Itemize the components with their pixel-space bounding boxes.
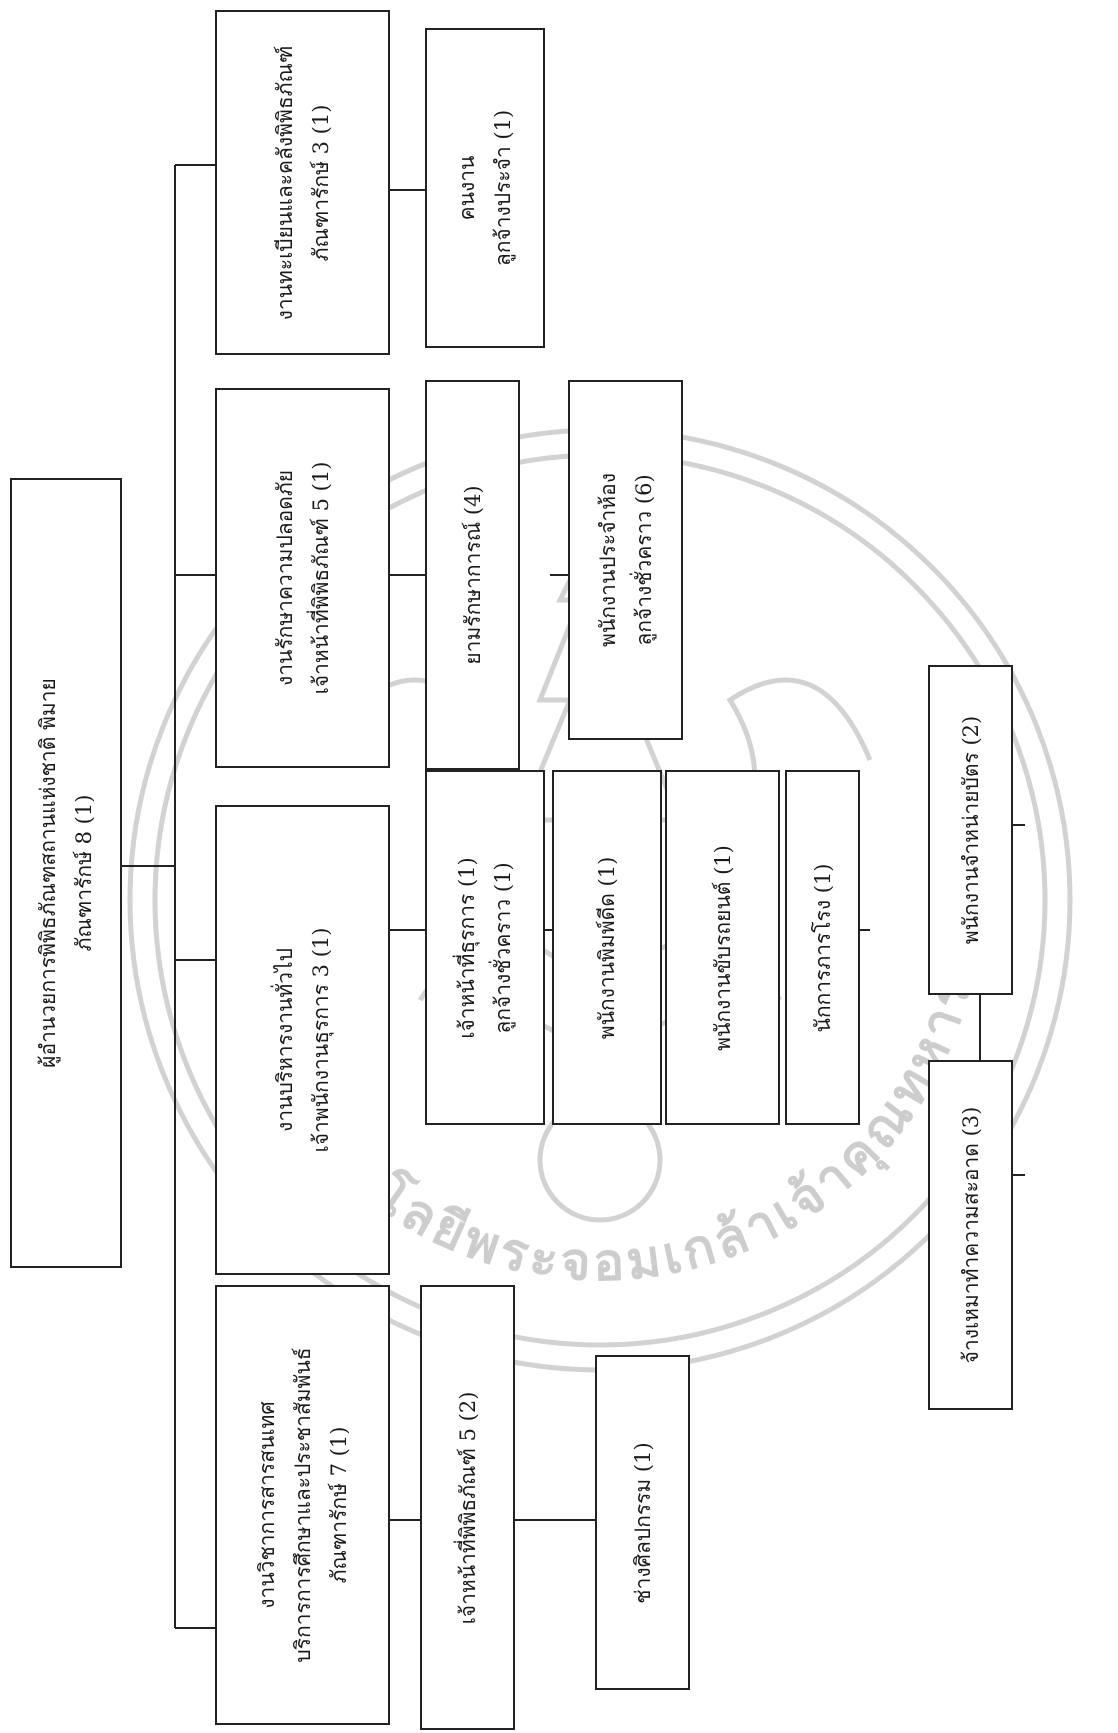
staff-ticket-seller-line1: พนักงานจำหน่ายบัตร (2): [953, 716, 989, 944]
division-registry-line1: งานทะเบียนและคลังพิพิธภัณฑ์: [267, 45, 303, 320]
staff-room-attendant-box: พนักงานประจำห้อง ลูกจ้างชั่วคราว (6): [568, 380, 683, 740]
staff-ticket-seller-label: พนักงานจำหน่ายบัตร (2): [953, 716, 989, 944]
division-security-line1: งานรักษาความปลอดภัย: [267, 462, 303, 695]
staff-driver-label: พนักงานขับรถยนต์ (1): [705, 845, 741, 1051]
staff-clerk-box: เจ้าหน้าที่ธุรการ (1) ลูกจ้างชั่วคราว (1…: [425, 770, 545, 1125]
staff-artisan-line1: ช่างศิลปกรรม (1): [625, 1442, 661, 1603]
staff-janitor-label: นักการภารโรง (1): [805, 863, 841, 1032]
staff-clerk-label: เจ้าหน้าที่ธุรการ (1) ลูกจ้างชั่วคราว (1…: [449, 857, 521, 1038]
staff-room-attendant-line2: ลูกจ้างชั่วคราว (6): [626, 473, 662, 647]
division-academic-line2: บริการการศึกษาและประชาสัมพันธ์: [285, 1347, 321, 1662]
staff-ticket-seller-box: พนักงานจำหน่ายบัตร (2): [928, 665, 1013, 995]
staff-artisan-label: ช่างศิลปกรรม (1): [625, 1442, 661, 1603]
staff-worker-box: คนงาน ลูกจ้างประจำ (1): [425, 28, 545, 348]
division-registry-box: งานทะเบียนและคลังพิพิธภัณฑ์ ภัณฑารักษ์ 3…: [215, 10, 390, 355]
division-academic-label: งานวิชาการสารสนเทศ บริการการศึกษาและประช…: [249, 1347, 357, 1662]
division-admin-line2: เจ้าพนักงานธุรการ 3 (1): [303, 928, 339, 1153]
staff-typist-line1: พนักงานพิมพ์ดีด (1): [589, 856, 625, 1039]
staff-artisan-box: ช่างศิลปกรรม (1): [595, 1355, 690, 1690]
staff-cleaning-contract-box: จ้างเหมาทำความสะอาด (3): [928, 1060, 1013, 1410]
staff-guard-box: ยามรักษาการณ์ (4): [425, 380, 520, 770]
division-admin-line1: งานบริหารงานทั่วไป: [267, 928, 303, 1153]
staff-room-attendant-label: พนักงานประจำห้อง ลูกจ้างชั่วคราว (6): [590, 473, 662, 647]
division-academic-box: งานวิชาการสารสนเทศ บริการการศึกษาและประช…: [215, 1285, 390, 1725]
staff-museum-officer-label: เจ้าหน้าที่พิพิธภัณฑ์ 5 (2): [450, 1391, 486, 1624]
division-admin-box: งานบริหารงานทั่วไป เจ้าพนักงานธุรการ 3 (…: [215, 805, 390, 1275]
director-title: ผู้อำนวยการพิพิธภัณฑสถานแห่งชาติ พิมาย: [30, 678, 66, 1068]
staff-driver-line1: พนักงานขับรถยนต์ (1): [705, 845, 741, 1051]
division-registry-label: งานทะเบียนและคลังพิพิธภัณฑ์ ภัณฑารักษ์ 3…: [267, 45, 339, 320]
division-security-label: งานรักษาความปลอดภัย เจ้าหน้าที่พิพิธภัณฑ…: [267, 462, 339, 695]
division-academic-line1: งานวิชาการสารสนเทศ: [249, 1347, 285, 1662]
staff-worker-line2: ลูกจ้างประจำ (1): [485, 110, 521, 266]
staff-room-attendant-line1: พนักงานประจำห้อง: [590, 473, 626, 647]
division-academic-line3: ภัณฑารักษ์ 7 (1): [321, 1347, 357, 1662]
staff-clerk-line1: เจ้าหน้าที่ธุรการ (1): [449, 857, 485, 1038]
division-admin-label: งานบริหารงานทั่วไป เจ้าพนักงานธุรการ 3 (…: [267, 928, 339, 1153]
staff-typist-box: พนักงานพิมพ์ดีด (1): [552, 770, 662, 1125]
staff-clerk-line2: ลูกจ้างชั่วคราว (1): [485, 857, 521, 1038]
staff-worker-label: คนงาน ลูกจ้างประจำ (1): [449, 110, 521, 266]
staff-janitor-box: นักการภารโรง (1): [785, 770, 860, 1125]
staff-driver-box: พนักงานขับรถยนต์ (1): [665, 770, 780, 1125]
director-position: ภัณฑารักษ์ 8 (1): [66, 678, 102, 1068]
division-security-box: งานรักษาความปลอดภัย เจ้าหน้าที่พิพิธภัณฑ…: [215, 388, 390, 768]
staff-museum-officer-box: เจ้าหน้าที่พิพิธภัณฑ์ 5 (2): [420, 1285, 515, 1730]
division-security-line2: เจ้าหน้าที่พิพิธภัณฑ์ 5 (1): [303, 462, 339, 695]
staff-museum-officer-line1: เจ้าหน้าที่พิพิธภัณฑ์ 5 (2): [450, 1391, 486, 1624]
staff-janitor-line1: นักการภารโรง (1): [805, 863, 841, 1032]
director-box: ผู้อำนวยการพิพิธภัณฑสถานแห่งชาติ พิมาย ภ…: [10, 478, 122, 1268]
staff-guard-line1: ยามรักษาการณ์ (4): [455, 485, 491, 664]
staff-cleaning-contract-line1: จ้างเหมาทำความสะอาด (3): [953, 1107, 989, 1364]
director-label: ผู้อำนวยการพิพิธภัณฑสถานแห่งชาติ พิมาย ภ…: [30, 678, 102, 1068]
staff-worker-line1: คนงาน: [449, 110, 485, 266]
division-registry-line2: ภัณฑารักษ์ 3 (1): [303, 45, 339, 320]
staff-typist-label: พนักงานพิมพ์ดีด (1): [589, 856, 625, 1039]
staff-cleaning-contract-label: จ้างเหมาทำความสะอาด (3): [953, 1107, 989, 1364]
staff-guard-label: ยามรักษาการณ์ (4): [455, 485, 491, 664]
